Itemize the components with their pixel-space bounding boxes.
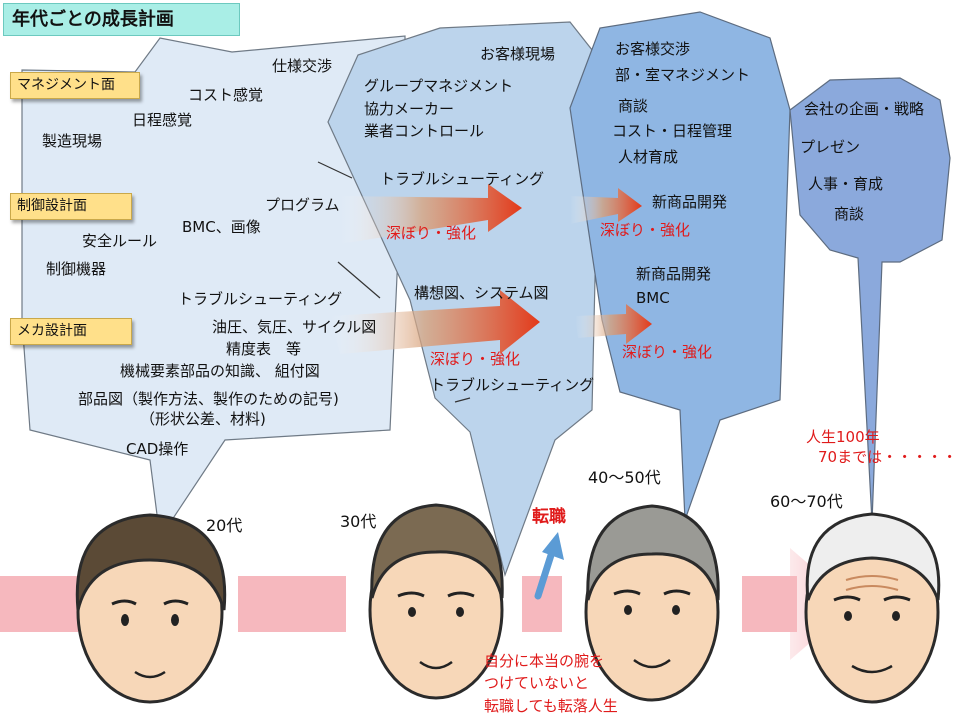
- bubble-20s: [21, 35, 406, 540]
- age-label-40s: 40〜50代: [588, 468, 661, 487]
- warning-line-1: 自分に本当の腕を: [484, 652, 605, 670]
- warning-line-2: つけていないと: [484, 674, 590, 692]
- arrow-mech-30s: [330, 290, 540, 354]
- item-deepen-30s-a: 深ぼり・強化: [386, 224, 477, 242]
- connector-lines: [317, 161, 471, 403]
- item-hydraulic: 油圧、気圧、サイクル図: [212, 318, 377, 336]
- item-troubleshooting-30s-b: トラブルシューティング: [430, 376, 595, 394]
- item-customer-negotiation: お客様交渉: [615, 40, 691, 58]
- item-cad: CAD操作: [126, 440, 189, 458]
- item-customer-site: お客様現場: [480, 45, 556, 63]
- item-schedule-sense: 日程感覚: [132, 111, 193, 129]
- tag-management: マネジメント面: [10, 72, 140, 99]
- item-vendor-control: 業者コントロール: [364, 122, 485, 140]
- item-personnel: 人事・育成: [808, 175, 884, 193]
- item-dept-management: 部・室マネジメント: [615, 66, 751, 84]
- bubble-60s: [789, 77, 951, 523]
- item-safety-rules: 安全ルール: [82, 232, 158, 250]
- item-factory: 製造現場: [42, 132, 103, 150]
- item-partner-maker: 協力メーカー: [364, 100, 455, 118]
- item-parts-drawing: 部品図（製作方法、製作のための記号): [78, 390, 339, 408]
- item-hr-development: 人材育成: [618, 148, 679, 166]
- item-presentation: プレゼン: [800, 138, 861, 156]
- item-deepen-40s-a: 深ぼり・強化: [600, 221, 691, 239]
- face-60s: [804, 512, 941, 704]
- item-troubleshooting-20s: トラブルシューティング: [178, 290, 343, 308]
- item-group-management: グループマネジメント: [364, 77, 514, 95]
- age-label-30s: 30代: [340, 512, 377, 531]
- item-deepen-30s-b: 深ぼり・強化: [430, 350, 521, 368]
- item-bmc-image: BMC、画像: [182, 218, 261, 236]
- item-accuracy: 精度表 等: [226, 340, 302, 358]
- tag-control: 制御設計面: [10, 193, 132, 220]
- item-corporate-strategy: 会社の企画・戦略: [804, 100, 925, 118]
- age-label-60s: 60〜70代: [770, 492, 843, 511]
- item-business-talk-40s: 商談: [618, 97, 649, 115]
- item-new-product-a: 新商品開発: [652, 193, 728, 211]
- item-deepen-40s-b: 深ぼり・強化: [622, 343, 713, 361]
- item-control-devices: 制御機器: [46, 260, 107, 278]
- job-change-label: 転職: [532, 507, 566, 527]
- item-bmc-40s: BMC: [636, 289, 670, 307]
- tag-mechanical: メカ設計面: [10, 318, 132, 345]
- life-note-1: 人生100年: [806, 428, 880, 446]
- life-note-2: 70までは・・・・・・: [818, 448, 960, 466]
- face-30s: [368, 503, 504, 700]
- item-business-talk-60s: 商談: [834, 205, 865, 223]
- bubble-40s: [569, 11, 791, 521]
- item-cost-schedule-mgmt: コスト・日程管理: [612, 122, 733, 140]
- arrow-mech-40s: [575, 304, 652, 344]
- bubble-30s: [327, 21, 601, 578]
- item-cost-sense: コスト感覚: [188, 86, 264, 104]
- job-change-arrow: [534, 532, 564, 600]
- item-concept-drawing: 構想図、システム図: [414, 284, 549, 302]
- arrow-control-40s: [570, 188, 642, 224]
- page-title: 年代ごとの成長計画: [3, 3, 240, 36]
- age-label-20s: 20代: [206, 516, 243, 535]
- face-20s: [75, 513, 227, 704]
- item-troubleshooting-30s-a: トラブルシューティング: [380, 170, 545, 188]
- item-parts-drawing-sub: （形状公差、材料): [140, 410, 266, 428]
- warning-line-3: 転職しても転落人生: [484, 697, 618, 715]
- arrow-control-30s: [340, 184, 522, 244]
- item-new-product-b: 新商品開発: [636, 265, 712, 283]
- item-spec-negotiation: 仕様交渉: [272, 57, 333, 75]
- item-machine-elements: 機械要素部品の知識、 組付図: [120, 362, 320, 380]
- item-program: プログラム: [265, 196, 340, 214]
- face-40s: [584, 504, 720, 702]
